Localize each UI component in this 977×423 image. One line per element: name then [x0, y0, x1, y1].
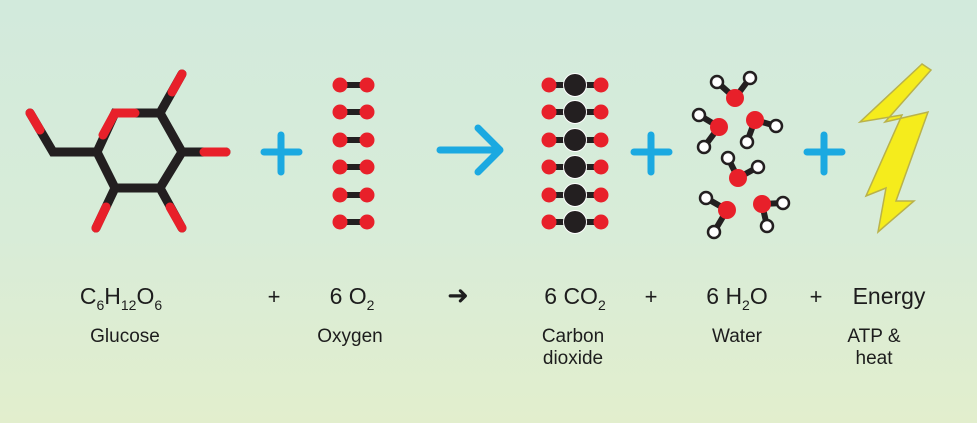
plus-sign: +	[644, 284, 658, 309]
oxygen-atom	[541, 77, 557, 93]
glucose-formula: C6H12O6	[79, 283, 163, 313]
carbon-atom	[563, 128, 587, 152]
glucose-label: Glucose	[90, 326, 160, 347]
oxygen-atom	[359, 159, 375, 175]
carbon-atom	[563, 100, 587, 124]
carbon-atom	[563, 155, 587, 179]
o2-molecule	[332, 187, 375, 203]
co2-molecule	[541, 183, 609, 207]
oxygen-label: Oxygen	[317, 326, 383, 347]
hydrogen-atom	[698, 190, 714, 206]
oxygen-atom	[541, 214, 557, 230]
oxygen-atom	[359, 77, 375, 93]
oxygen-atom	[359, 132, 375, 148]
oxygen-atom	[729, 169, 747, 187]
oxygen-atom	[593, 132, 609, 148]
co2-molecule	[541, 73, 609, 97]
hydrogen-atom	[709, 74, 725, 90]
hydrogen-atom	[750, 159, 766, 175]
oxygen-atom	[593, 214, 609, 230]
hydrogen-atom	[759, 218, 775, 234]
oxygen-atom	[332, 104, 348, 120]
hydrogen-atom	[706, 224, 722, 240]
oxygen-atom	[753, 195, 771, 213]
oxygen-formula: 6 O2	[329, 283, 375, 313]
water-molecules	[691, 70, 791, 240]
co2-molecule	[541, 155, 609, 179]
co2-molecule	[541, 128, 609, 152]
oxygen-atom	[541, 104, 557, 120]
oxygen-atom	[332, 159, 348, 175]
oxygen-molecules	[332, 77, 375, 230]
atp-heat-label: ATP &heat	[847, 326, 901, 369]
plus-sign: +	[809, 284, 823, 309]
oxygen-atom	[359, 104, 375, 120]
glucose-molecule	[25, 69, 231, 233]
oxygen-atom	[593, 187, 609, 203]
water-molecule	[753, 195, 791, 234]
water-molecule	[691, 107, 728, 155]
water-label: Water	[712, 326, 762, 347]
oxygen-atom	[726, 89, 744, 107]
oxygen-atom	[746, 111, 764, 129]
oxygen-atom	[593, 104, 609, 120]
carbon-atom	[563, 210, 587, 234]
hydrogen-atom	[720, 150, 736, 166]
co2-molecule	[541, 210, 609, 234]
oxygen-atom	[541, 132, 557, 148]
o2-molecule	[332, 77, 375, 93]
hydrogen-atom	[768, 118, 784, 134]
o2-molecule	[332, 159, 375, 175]
oxygen-atom	[332, 132, 348, 148]
plus-sign: +	[267, 284, 281, 309]
energy-label: Energy	[852, 283, 926, 309]
oxygen-atom	[718, 201, 736, 219]
water-molecule	[709, 70, 758, 107]
carbon-atom	[563, 73, 587, 97]
co2-formula: 6 CO2	[544, 283, 606, 313]
oxygen-atom	[541, 187, 557, 203]
oxygen-atom	[541, 159, 557, 175]
oxygen-atom	[332, 214, 348, 230]
hydrogen-atom	[739, 134, 755, 150]
o2-molecule	[332, 132, 375, 148]
co2-molecule	[541, 100, 609, 124]
plus-icon	[803, 131, 846, 176]
oxygen-atom	[359, 187, 375, 203]
oxygen-atom	[710, 118, 728, 136]
hydrogen-atom	[775, 195, 791, 211]
plus-icon	[260, 131, 303, 176]
water-molecule	[698, 190, 736, 240]
carbon-dioxide-molecules	[541, 73, 609, 234]
oxygen-atom	[332, 77, 348, 93]
water-molecule	[720, 150, 766, 187]
water-molecule	[739, 111, 784, 150]
o2-molecule	[332, 104, 375, 120]
water-formula: 6 H2O	[706, 283, 768, 313]
plus-icon	[630, 131, 673, 176]
o2-molecule	[332, 214, 375, 230]
oxygen-atom	[359, 214, 375, 230]
arrow-right-icon	[436, 124, 504, 176]
oxygen-atom	[332, 187, 348, 203]
yields-arrow: ➜	[447, 280, 469, 310]
carbon-atom	[563, 183, 587, 207]
oxygen-atom	[593, 77, 609, 93]
hydrogen-atom	[691, 107, 707, 123]
hydrogen-atom	[696, 139, 712, 155]
hydrogen-atom	[742, 70, 758, 86]
oxygen-atom	[593, 159, 609, 175]
lightning-bolt-icon	[857, 63, 933, 234]
